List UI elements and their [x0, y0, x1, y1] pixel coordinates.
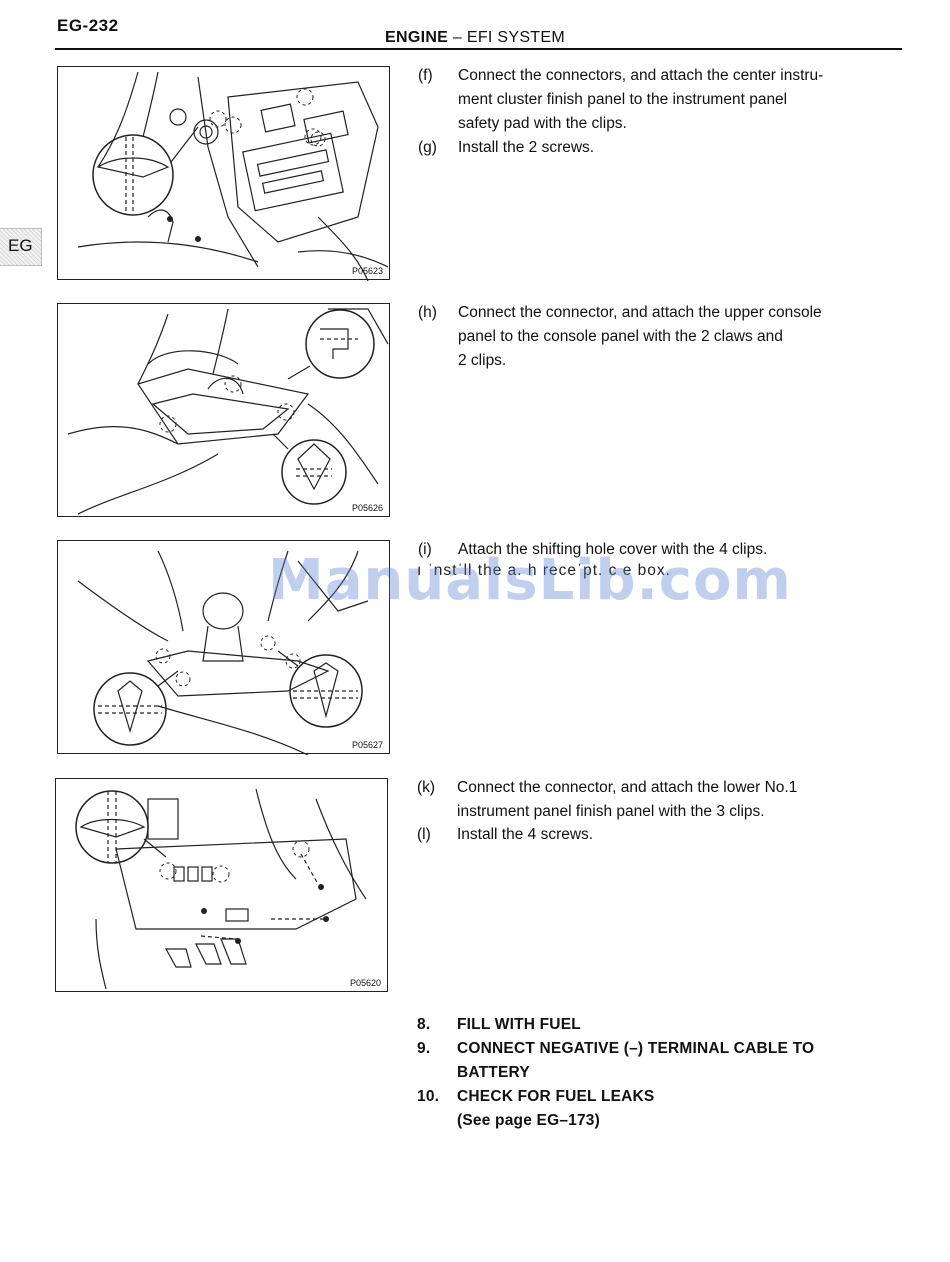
step-line: instrument panel finish panel with the 3… [457, 803, 765, 820]
step-line: Connect the connectors, and attach the c… [458, 67, 824, 84]
step-j-garbled-text: ı ˈnstˈll the a. h receˈpt. c e box. [417, 562, 671, 579]
lower-instrument-panel-illustration [75, 788, 367, 990]
upper-console-illustration [67, 308, 389, 515]
step-line: ment cluster finish panel to the instrum… [458, 91, 788, 108]
step-letter: (g) [418, 139, 437, 156]
numbered-step-9: 9. CONNECT NEGATIVE (–) TERMINAL CABLE T… [417, 1037, 905, 1085]
step-number: 9. [417, 1040, 431, 1057]
figure-center-cluster-panel: P05623 [57, 66, 390, 281]
step-h: (h) Connect the connector, and attach th… [418, 301, 903, 373]
step-line: safety pad with the clips. [458, 115, 627, 132]
section-subtitle: – EFI SYSTEM [448, 29, 565, 46]
figure-code: P05620 [349, 978, 381, 988]
page-section-title: ENGINE – EFI SYSTEM [385, 29, 565, 47]
numbered-step-10: 10. CHECK FOR FUEL LEAKS (See page EG–17… [417, 1085, 905, 1133]
step-i: (i) Attach the shifting hole cover with … [418, 538, 903, 562]
figure-shifting-hole-cover: P05627 [57, 540, 390, 755]
figure-lower-instrument-panel: P05620 [55, 778, 388, 992]
shifting-hole-cover-illustration [77, 550, 369, 755]
step-letter: (h) [418, 304, 437, 321]
step-text: Connect the connectors, and attach the c… [458, 64, 823, 136]
step-text: Connect the connector, and attach the up… [458, 301, 822, 373]
center-cluster-illustration [77, 71, 389, 281]
step-letter: (l) [417, 826, 431, 843]
step-letter: (i) [418, 541, 432, 558]
step-text: Connect the connector, and attach the lo… [457, 776, 797, 824]
step-l: (l) Install the 4 screws. [417, 823, 903, 847]
step-line: 2 clips. [458, 352, 507, 369]
figure-code: P05623 [351, 266, 383, 276]
numbered-step-8: 8. FILL WITH FUEL [417, 1013, 905, 1037]
step-line: Install the 2 screws. [458, 139, 595, 156]
step-heading: CONNECT NEGATIVE (–) TERMINAL CABLE TO [457, 1040, 815, 1057]
step-g: (g) Install the 2 screws. [418, 136, 903, 160]
side-tab-label: EG [8, 236, 33, 255]
section-side-tab: EG [0, 228, 42, 266]
step-letter: (k) [417, 779, 436, 796]
step-heading: FILL WITH FUEL [457, 1016, 581, 1033]
step-heading-continued: BATTERY [457, 1064, 530, 1081]
step-number: 10. [417, 1088, 440, 1105]
step-letter: (f) [418, 67, 433, 84]
step-line: Connect the connector, and attach the up… [458, 304, 822, 321]
step-line: panel to the console panel with the 2 cl… [458, 328, 783, 345]
watermark-text: ManualsLib.com [268, 548, 792, 613]
step-line: Connect the connector, and attach the lo… [457, 779, 798, 796]
step-page-reference: (See page EG–173) [457, 1112, 600, 1129]
step-f: (f) Connect the connectors, and attach t… [418, 64, 903, 136]
step-k: (k) Connect the connector, and attach th… [417, 776, 903, 824]
figure-code: P05627 [351, 740, 383, 750]
figure-code: P05626 [351, 503, 383, 513]
figure-upper-console-panel: P05626 [57, 303, 390, 517]
step-line: Attach the shifting hole cover with the … [458, 541, 768, 558]
page-number: EG-232 [57, 16, 119, 35]
step-number: 8. [417, 1016, 431, 1033]
step-heading: CHECK FOR FUEL LEAKS [457, 1088, 655, 1105]
section-name: ENGINE [385, 29, 449, 46]
step-line: Install the 4 screws. [457, 826, 594, 843]
header-rule [55, 48, 902, 50]
